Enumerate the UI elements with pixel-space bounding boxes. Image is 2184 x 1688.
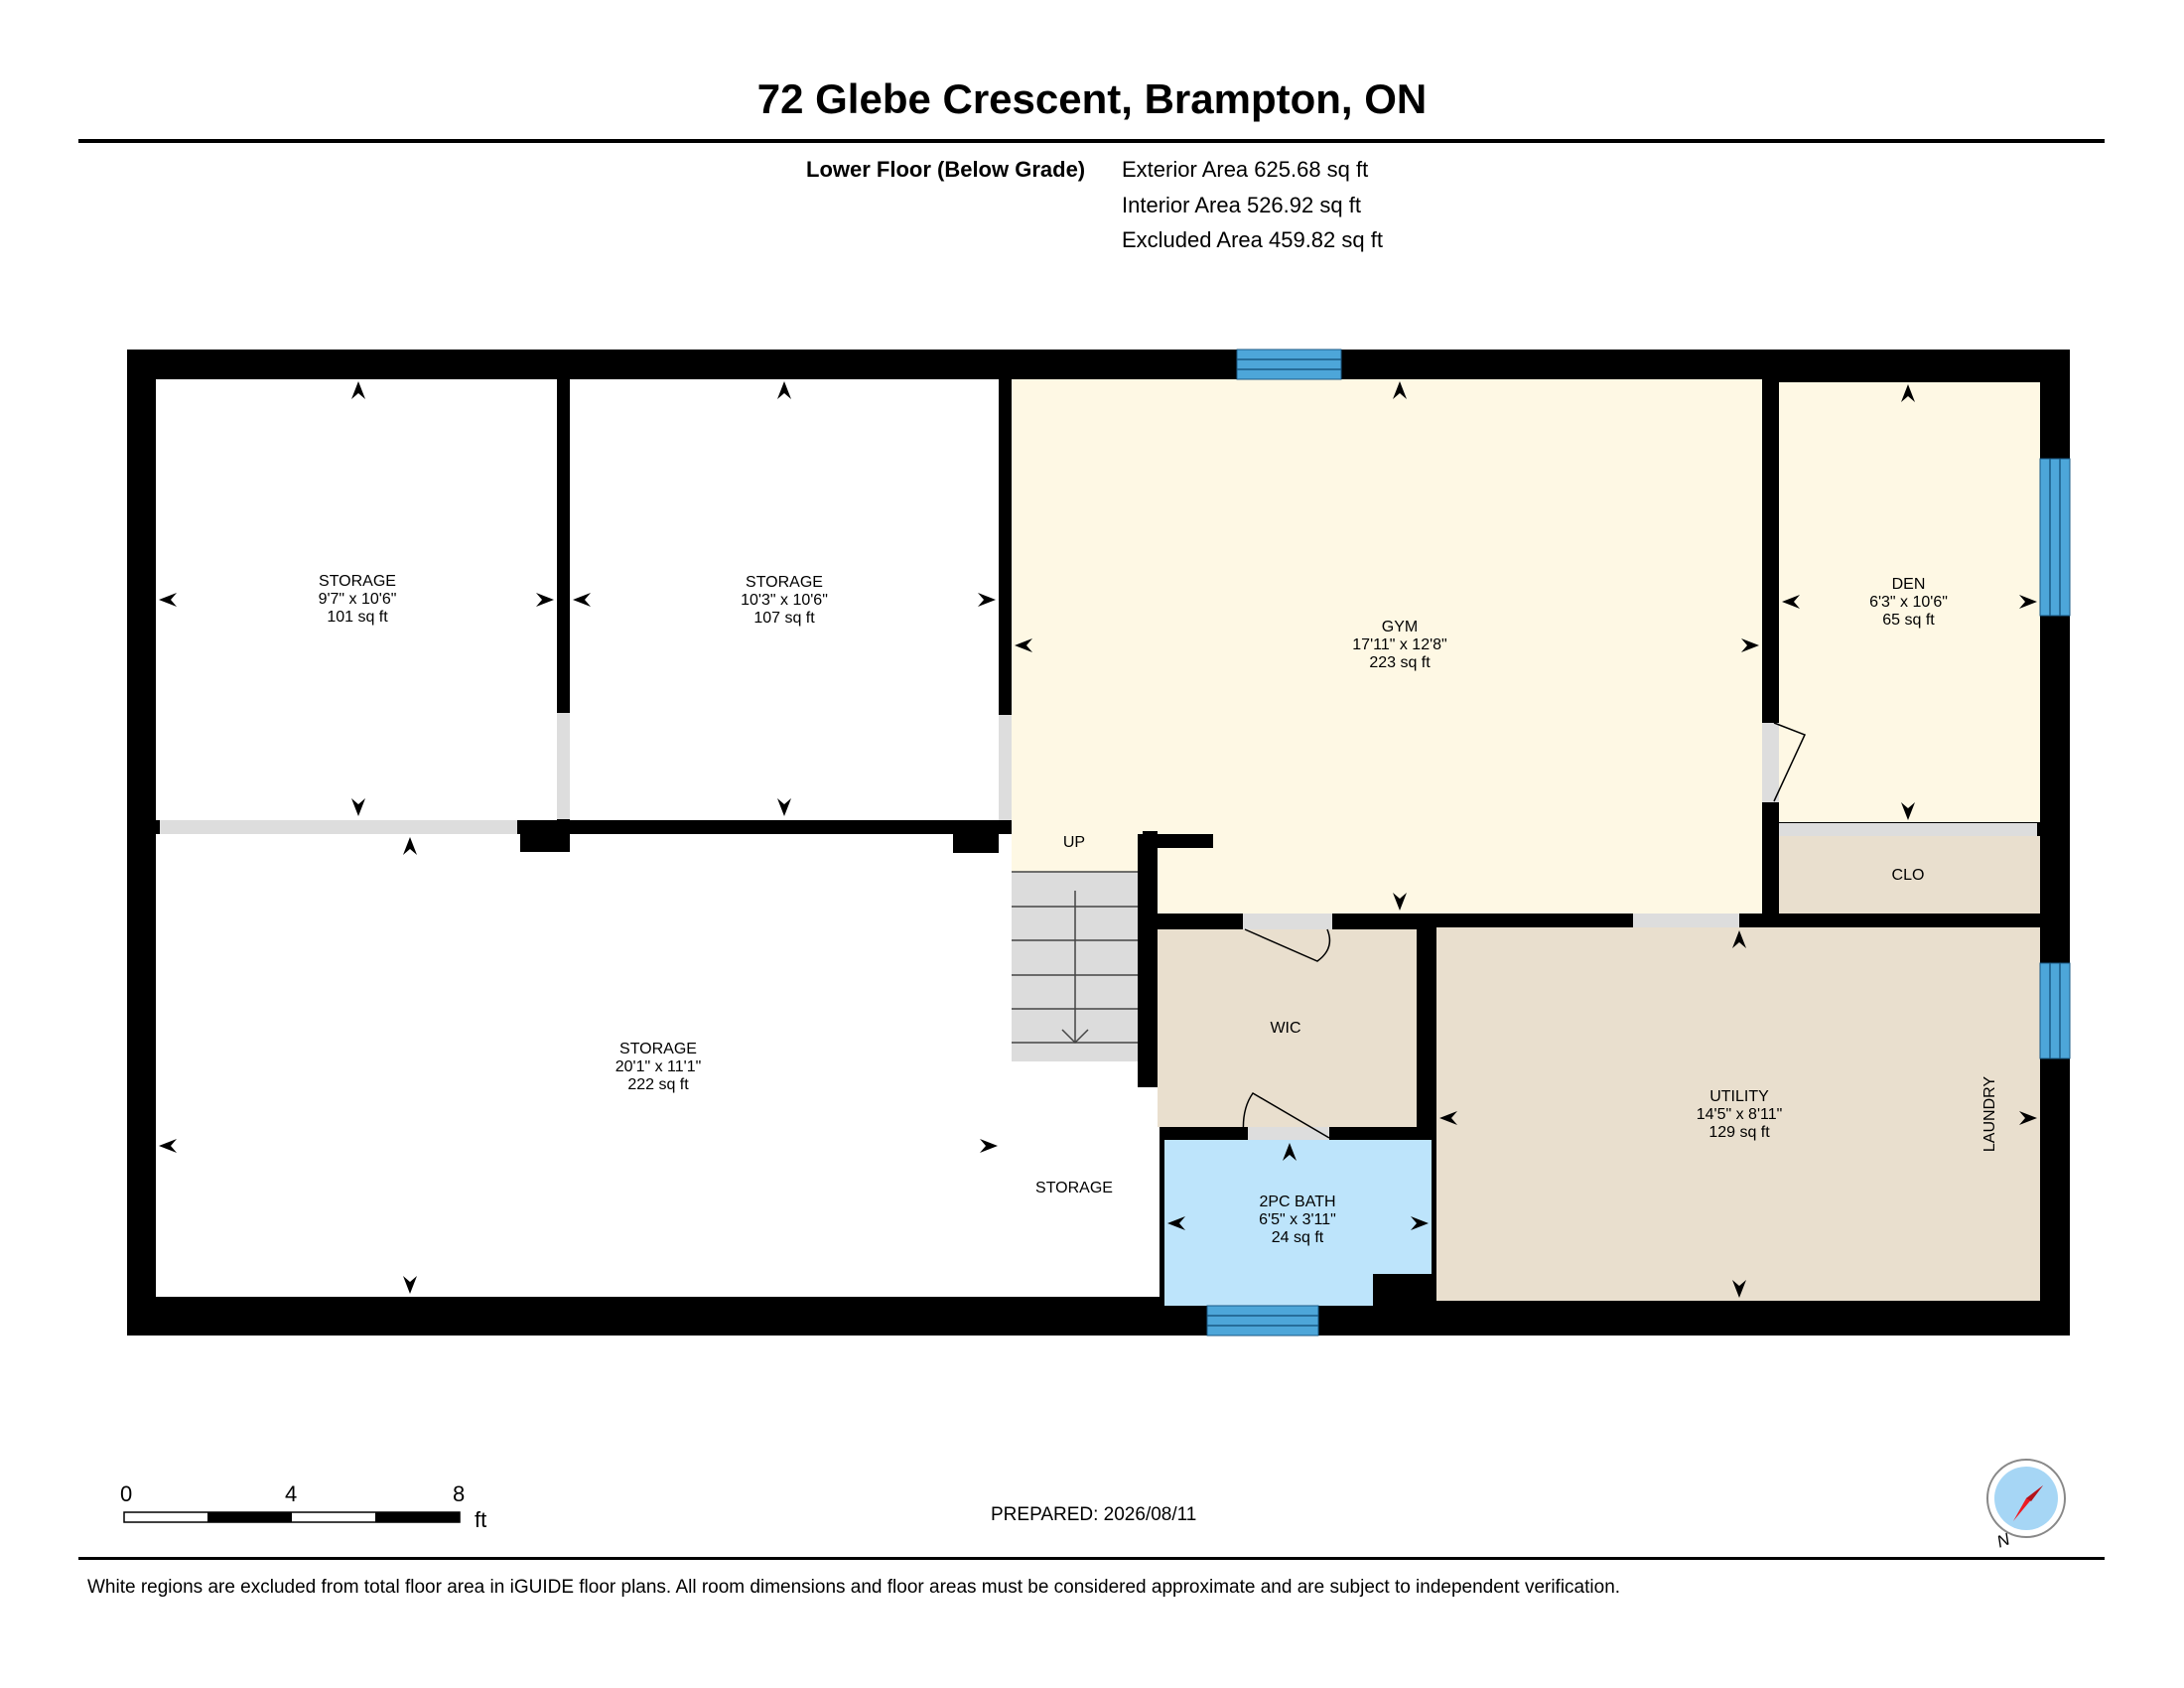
room-den: DEN 6'3" x 10'6" 65 sq ft [1827, 576, 1990, 630]
room-area: 129 sq ft [1708, 1124, 1770, 1141]
stairs-up-label: UP [1044, 834, 1104, 852]
room-dims: 17'11" x 12'8" [1352, 636, 1447, 653]
wic-fill [1158, 929, 1417, 1127]
bath-fill [1164, 1140, 1432, 1300]
scale-label-0: 0 [120, 1481, 133, 1506]
room-area: 24 sq ft [1271, 1229, 1324, 1246]
scale-label-8: 8 [453, 1481, 466, 1506]
room-name: STORAGE [1035, 1180, 1113, 1196]
room-storage-d: STORAGE [1024, 1180, 1124, 1197]
header-rule [78, 139, 2105, 143]
room-area: 101 sq ft [327, 609, 388, 626]
room-gym: GYM 17'11" x 12'8" 223 sq ft [1300, 619, 1499, 672]
room-dims: 6'5" x 3'11" [1259, 1211, 1336, 1228]
room-area: 222 sq ft [627, 1076, 689, 1093]
footer-rule [78, 1557, 2105, 1560]
room-name: CLO [1891, 867, 1925, 884]
room-name: 2PC BATH [1259, 1194, 1336, 1210]
room-wic: WIC [1236, 1020, 1335, 1038]
exterior-area: Exterior Area 625.68 sq ft [1122, 157, 1369, 182]
room-dims: 14'5" x 8'11" [1696, 1106, 1783, 1123]
room-storage-a: STORAGE 9'7" x 10'6" 101 sq ft [258, 573, 457, 627]
room-name: DEN [1891, 576, 1926, 593]
room-area: 65 sq ft [1882, 612, 1935, 629]
storage-a-fill [156, 379, 557, 820]
scale-label-4: 4 [285, 1481, 298, 1506]
den-fill [1779, 382, 2040, 822]
room-dims: 9'7" x 10'6" [318, 591, 397, 608]
room-name: GYM [1381, 619, 1419, 635]
clo-fill [1779, 836, 2040, 914]
room-name: LAUNDRY [1981, 1075, 1998, 1153]
excluded-area: Excluded Area 459.82 sq ft [1122, 227, 1383, 252]
room-area: 223 sq ft [1369, 654, 1431, 671]
room-area: 107 sq ft [753, 610, 815, 627]
room-name: STORAGE [319, 573, 396, 590]
scale-bar [123, 1511, 461, 1523]
room-name: STORAGE [619, 1041, 697, 1057]
room-name: UP [1062, 834, 1086, 851]
floor-label: Lower Floor (Below Grade) [806, 157, 1086, 182]
laundry-label: LAUNDRY [1981, 1064, 1999, 1164]
page-title: 72 Glebe Crescent, Brampton, ON [756, 75, 1428, 122]
storage-b-fill [570, 379, 999, 820]
room-dims: 10'3" x 10'6" [741, 592, 828, 609]
room-storage-c: STORAGE 20'1" x 11'1" 222 sq ft [559, 1041, 757, 1094]
utility-fill [1436, 927, 2040, 1301]
footer-note: White regions are excluded from total fl… [87, 1577, 1621, 1598]
room-name: UTILITY [1709, 1088, 1769, 1105]
room-storage-b: STORAGE 10'3" x 10'6" 107 sq ft [685, 574, 884, 628]
prepared-date: PREPARED: 2026/08/11 [991, 1504, 1197, 1525]
room-name: WIC [1270, 1020, 1301, 1037]
storage-c-fill [156, 834, 1150, 1297]
room-dims: 6'3" x 10'6" [1869, 594, 1948, 611]
room-utility: UTILITY 14'5" x 8'11" 129 sq ft [1640, 1088, 1839, 1142]
gym-fill [1012, 379, 1762, 831]
room-clo: CLO [1858, 867, 1958, 885]
room-2pc-bath: 2PC BATH 6'5" x 3'11" 24 sq ft [1228, 1194, 1367, 1247]
interior-area: Interior Area 526.92 sq ft [1122, 193, 1361, 217]
compass-icon [1986, 1459, 2066, 1538]
room-dims: 20'1" x 11'1" [614, 1058, 702, 1075]
scale-unit: ft [475, 1507, 487, 1532]
room-name: STORAGE [746, 574, 823, 591]
